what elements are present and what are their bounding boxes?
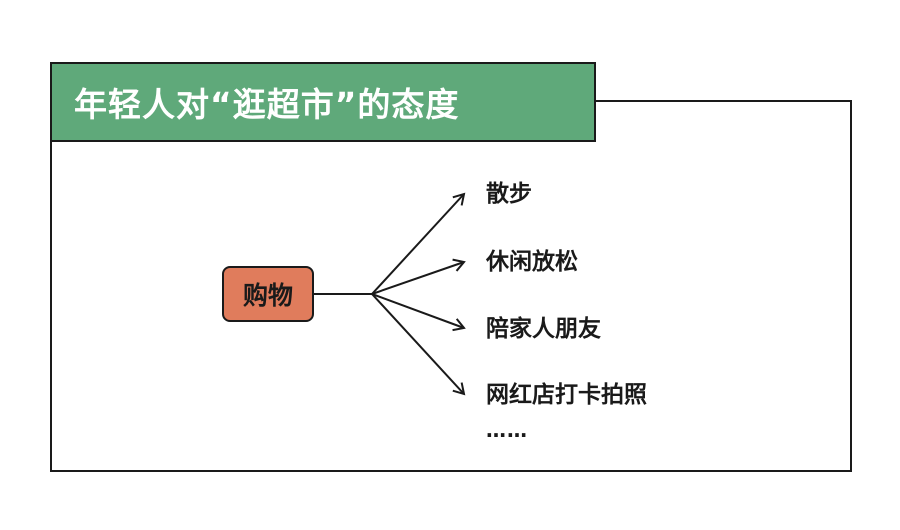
branch-label-walk: 散步 — [486, 181, 532, 207]
center-node: 购物 — [222, 266, 314, 322]
arrow-to-branch-3 — [371, 293, 466, 332]
branch-label-photo-checkin: 网红店打卡拍照 — [486, 382, 647, 408]
branch-label-relax: 休闲放松 — [486, 249, 578, 275]
title-banner: 年轻人对“逛超市”的态度 — [50, 62, 596, 142]
more-ellipsis: …… — [486, 418, 528, 442]
branch-label-family-friends: 陪家人朋友 — [486, 316, 601, 342]
center-node-label: 购物 — [242, 281, 293, 310]
arrow-to-branch-1 — [371, 192, 466, 295]
arrow-to-branch-4 — [371, 293, 466, 396]
diagram-title: 年轻人对“逛超市”的态度 — [74, 85, 460, 124]
arrow-to-branch-2 — [371, 258, 466, 295]
diagram-frame — [50, 100, 852, 472]
